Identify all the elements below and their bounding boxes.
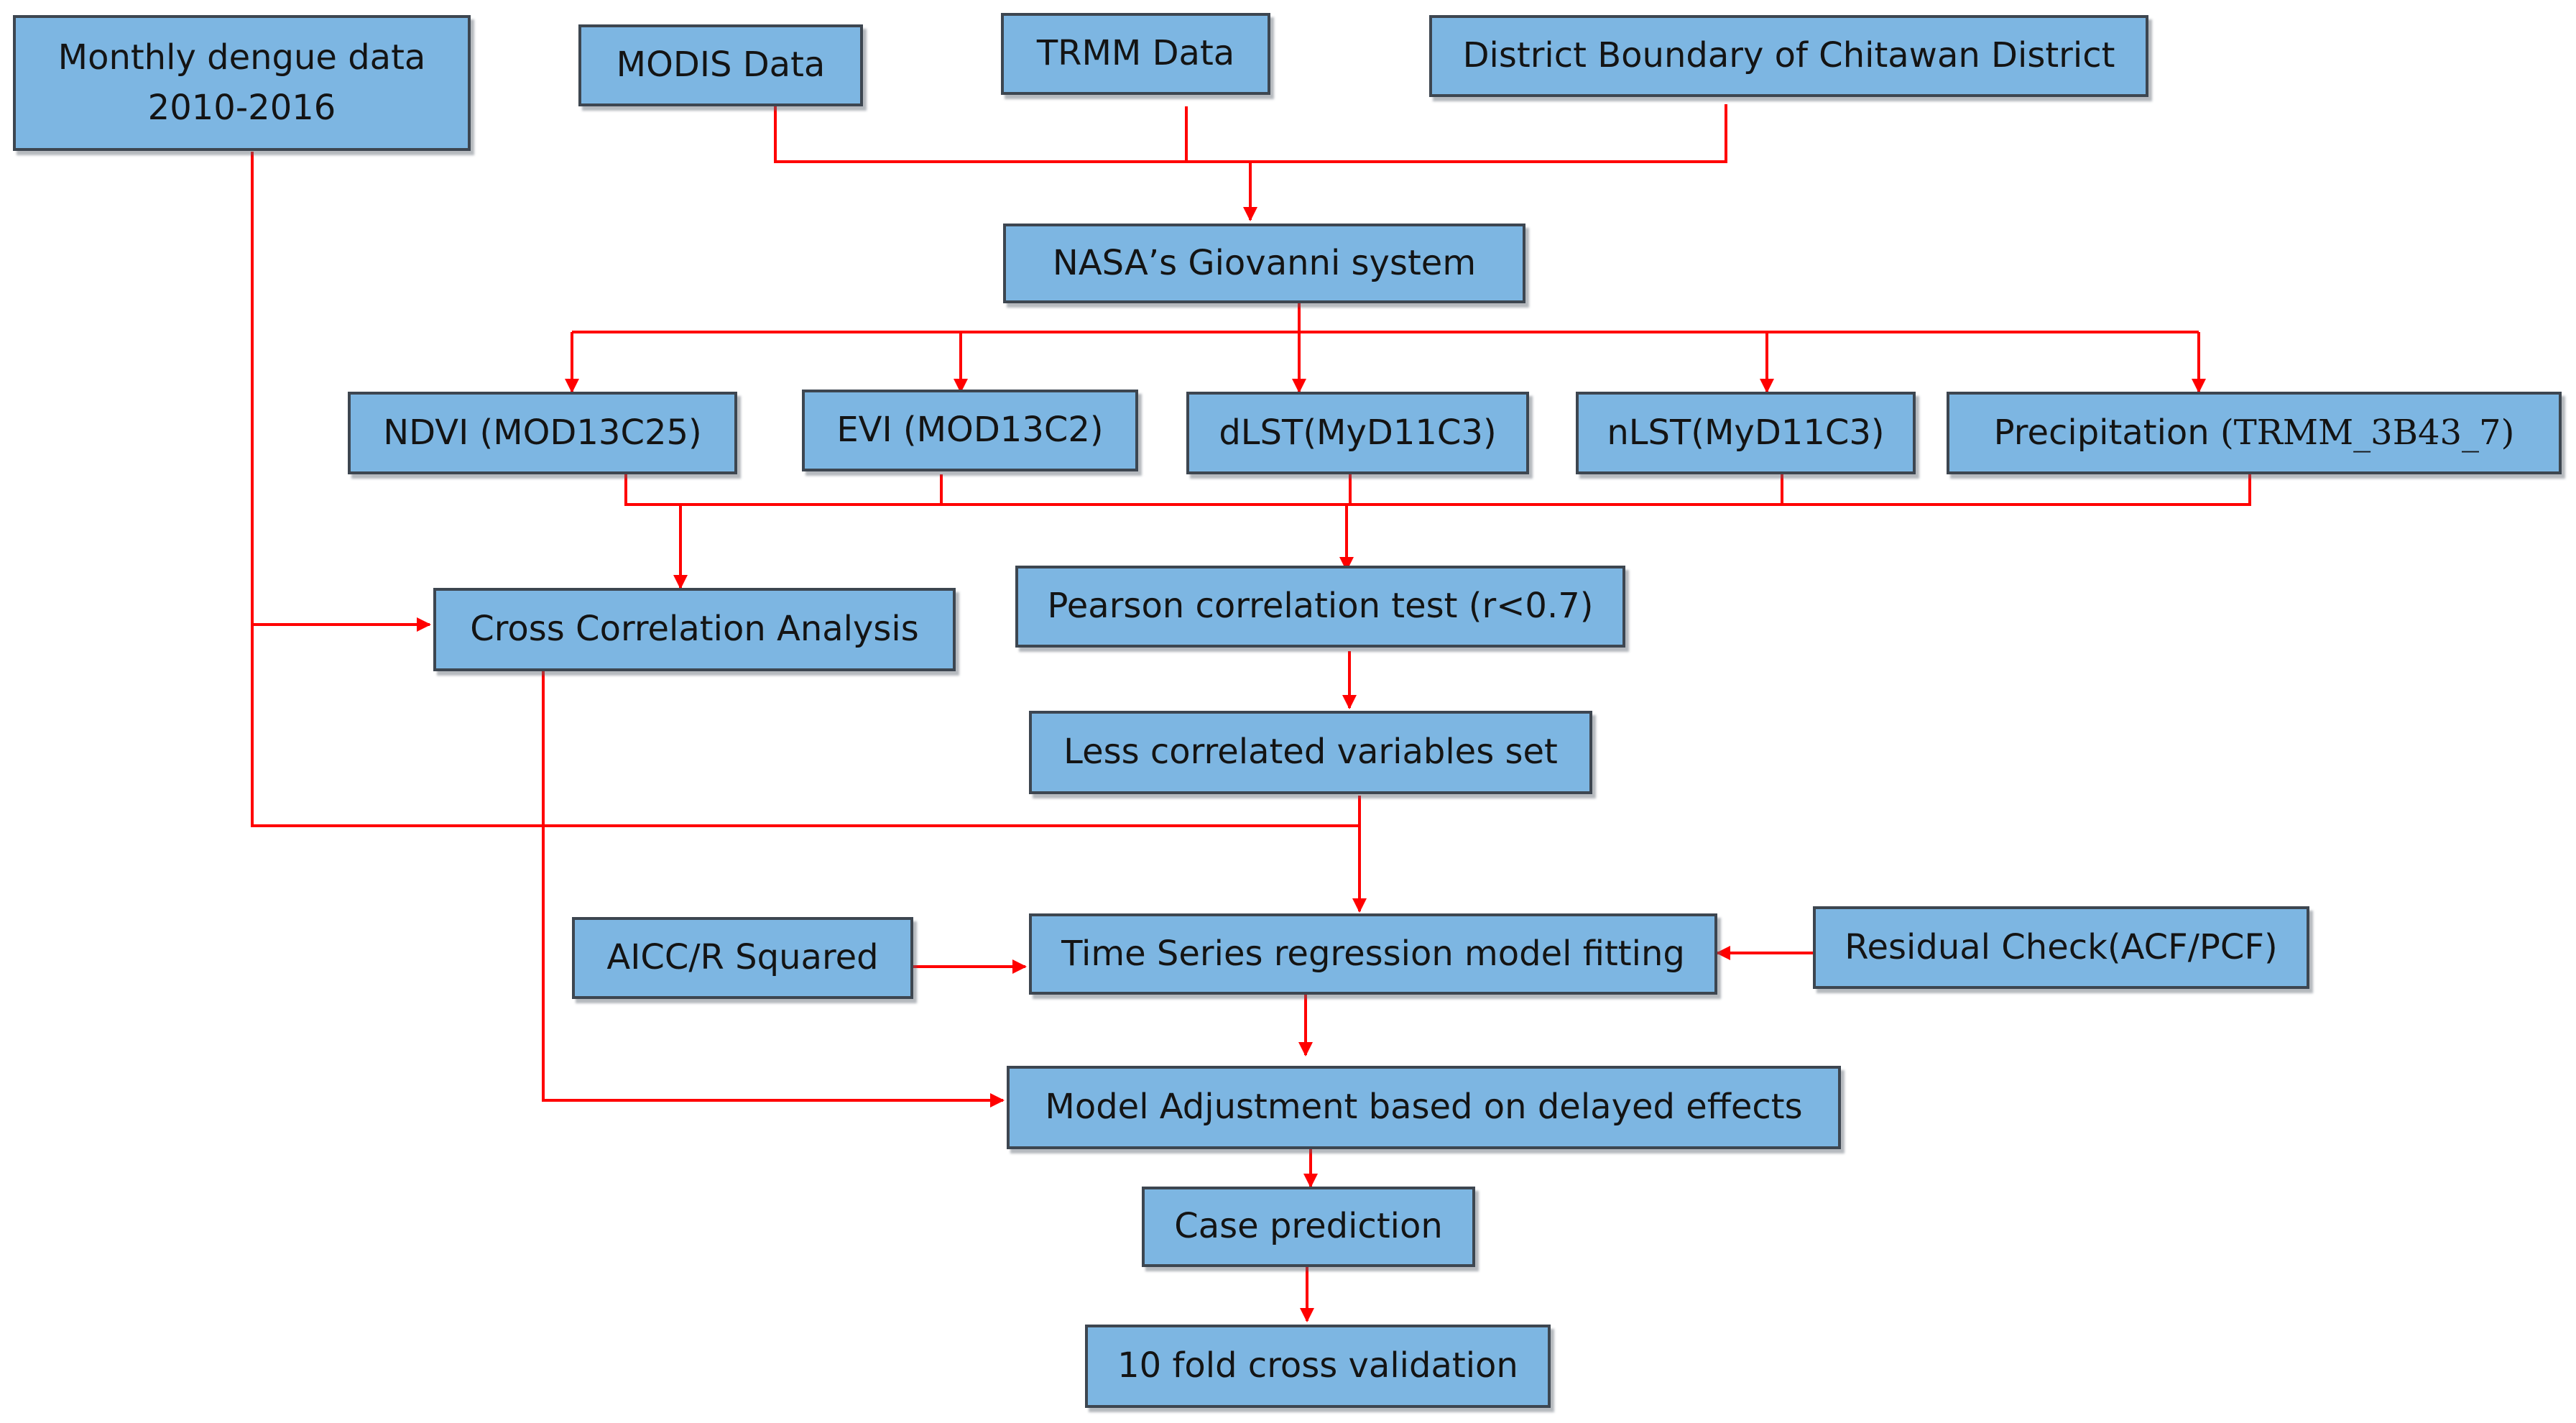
node-precipitation: Precipitation (TRMM_3B43_7) bbox=[1947, 392, 2562, 474]
node-aicc-r-squared-text: AICC/R Squared bbox=[606, 937, 879, 978]
node-trmm-data: TRMM Data bbox=[1001, 13, 1270, 95]
node-monthly-dengue-data-text: Monthly dengue data 2010-2016 bbox=[57, 37, 426, 128]
node-dlst-text: dLST(MyD11C3) bbox=[1219, 412, 1497, 453]
node-model-adjustment-text: Model Adjustment based on delayed effect… bbox=[1045, 1087, 1803, 1128]
node-giovanni-system-text: NASA’s Giovanni system bbox=[1052, 242, 1477, 283]
node-nlst: nLST(MyD11C3) bbox=[1576, 392, 1916, 474]
node-cross-validation: 10 fold cross validation bbox=[1085, 1325, 1551, 1408]
node-model-adjustment: Model Adjustment based on delayed effect… bbox=[1007, 1066, 1841, 1149]
connector-inputs-merge bbox=[774, 104, 1727, 163]
node-cross-correlation-analysis: Cross Correlation Analysis bbox=[433, 588, 956, 671]
node-residual-check: Residual Check(ACF/PCF) bbox=[1813, 906, 2309, 989]
node-precipitation-product: (TRMM_3B43_7) bbox=[2220, 412, 2515, 453]
node-evi-text: EVI (MOD13C2) bbox=[836, 410, 1104, 451]
node-modis-data-text: MODIS Data bbox=[616, 45, 826, 86]
node-district-boundary-text: District Boundary of Chitawan District bbox=[1462, 35, 2115, 76]
node-nlst-text: nLST(MyD11C3) bbox=[1607, 412, 1885, 453]
connector-dengue-to-regression bbox=[251, 152, 1359, 827]
node-modis-data: MODIS Data bbox=[578, 24, 863, 106]
node-less-correlated-variables: Less correlated variables set bbox=[1029, 711, 1592, 794]
connector-products-merge bbox=[624, 474, 2251, 506]
node-time-series-regression-text: Time Series regression model fitting bbox=[1061, 933, 1685, 974]
node-giovanni-system: NASA’s Giovanni system bbox=[1003, 224, 1525, 303]
node-case-prediction: Case prediction bbox=[1142, 1187, 1475, 1267]
node-time-series-regression: Time Series regression model fitting bbox=[1029, 913, 1717, 995]
node-pearson-correlation-test: Pearson correlation test (r<0.7) bbox=[1015, 566, 1625, 648]
node-pearson-correlation-test-text: Pearson correlation test (r<0.7) bbox=[1047, 586, 1594, 627]
node-monthly-dengue-data: Monthly dengue data 2010-2016 bbox=[13, 15, 471, 151]
node-aicc-r-squared: AICC/R Squared bbox=[572, 917, 913, 999]
node-cross-correlation-analysis-text: Cross Correlation Analysis bbox=[470, 609, 919, 650]
arrow-cross-correlation-to-adjustment bbox=[542, 671, 1005, 1107]
node-ndvi: NDVI (MOD13C25) bbox=[348, 392, 737, 474]
node-cross-validation-text: 10 fold cross validation bbox=[1117, 1345, 1518, 1386]
node-dlst: dLST(MyD11C3) bbox=[1186, 392, 1529, 474]
node-trmm-data-text: TRMM Data bbox=[1036, 33, 1235, 74]
node-district-boundary: District Boundary of Chitawan District bbox=[1429, 15, 2148, 97]
node-case-prediction-text: Case prediction bbox=[1174, 1206, 1443, 1247]
node-precipitation-label: Precipitation bbox=[1993, 412, 2210, 453]
node-less-correlated-variables-text: Less correlated variables set bbox=[1063, 732, 1558, 773]
node-evi: EVI (MOD13C2) bbox=[802, 390, 1138, 471]
node-residual-check-text: Residual Check(ACF/PCF) bbox=[1845, 926, 2278, 967]
node-ndvi-text: NDVI (MOD13C25) bbox=[383, 412, 702, 453]
